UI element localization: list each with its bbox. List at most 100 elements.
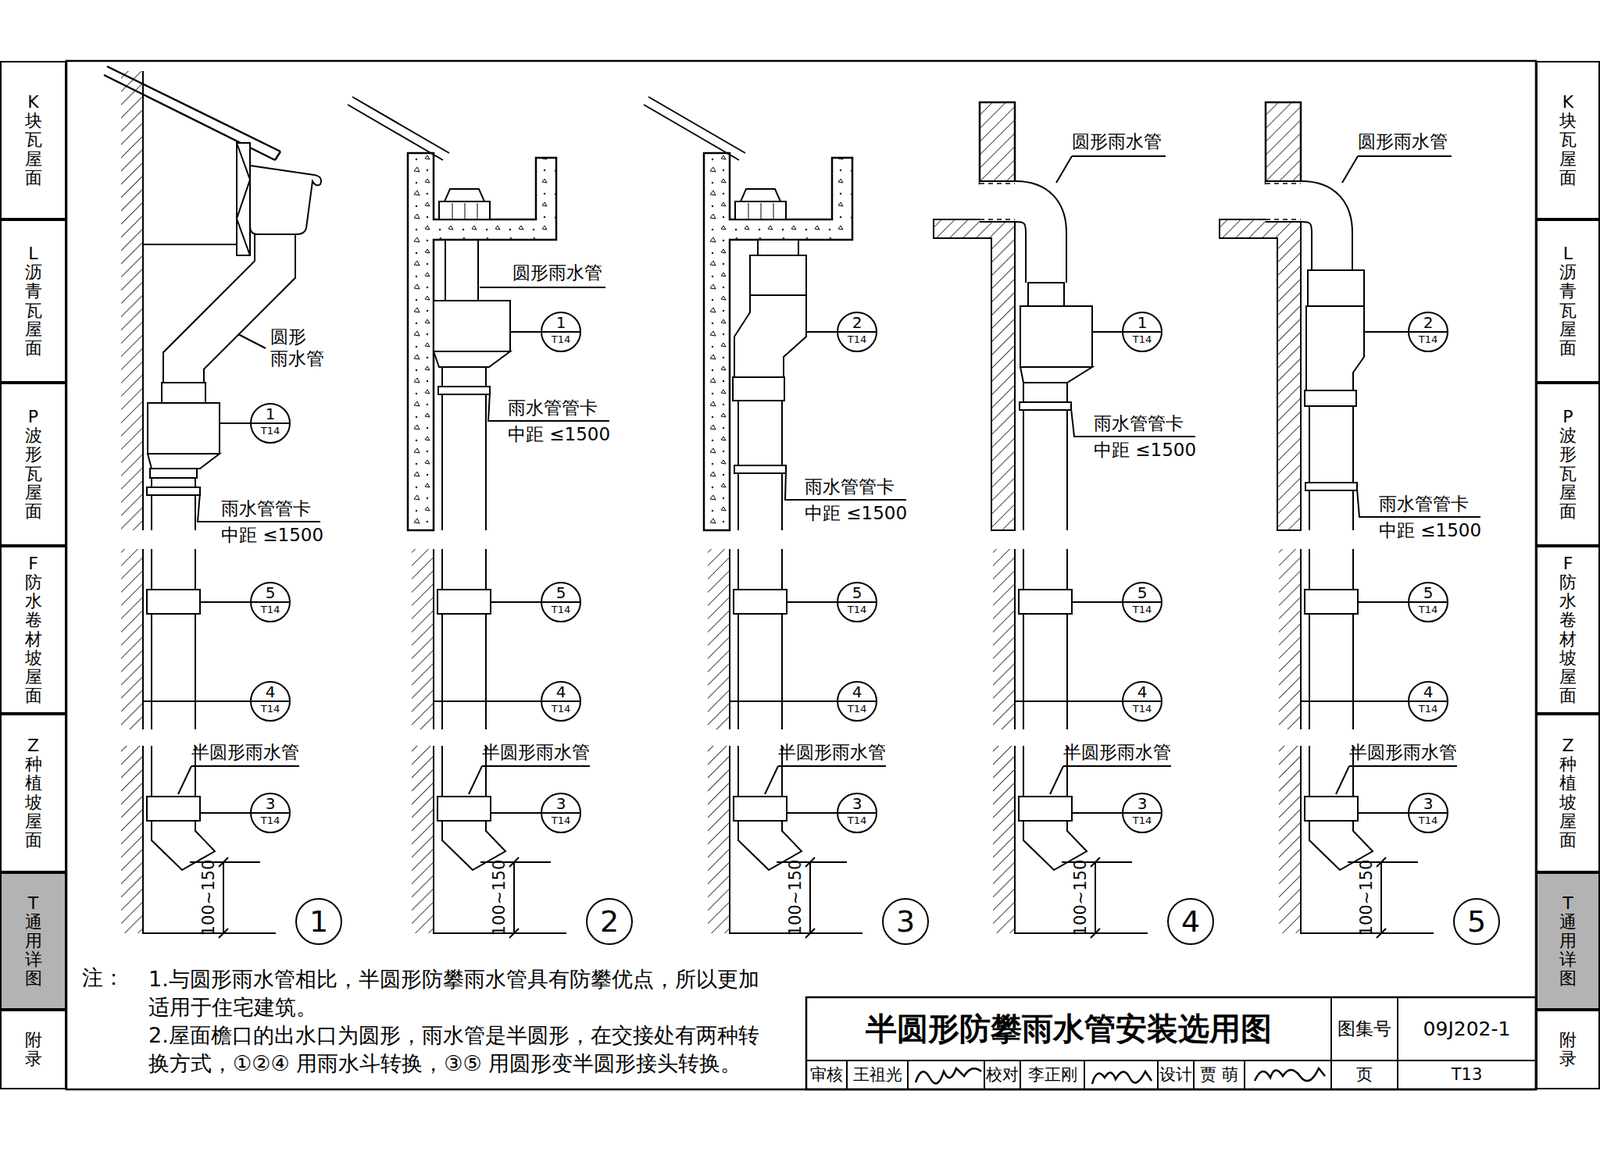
sheet-reference: T14 — [1123, 812, 1161, 828]
category-tab: P波形瓦屋面 — [1535, 382, 1600, 547]
pipe-label: 圆形雨水管 — [1071, 131, 1162, 154]
callout-number: 1 — [542, 314, 580, 332]
pipe-label: 圆形雨水管 — [512, 262, 603, 285]
callout-number: 3 — [1123, 795, 1161, 813]
callout-number: 5 — [251, 584, 290, 602]
sheet-reference: T14 — [542, 700, 580, 716]
sheet-reference: T14 — [1409, 812, 1447, 828]
sheet-reference: T14 — [542, 331, 580, 347]
callout-number: 4 — [1123, 683, 1161, 701]
sheet-reference: T14 — [1123, 700, 1161, 716]
callout-number: 4 — [1409, 683, 1447, 701]
detail-number-text: 3 — [896, 907, 915, 937]
detail-callout: 4T14 — [1121, 681, 1163, 722]
spacing-label: 中距 ≤1500 — [221, 525, 324, 547]
dimension: 100~150 — [1357, 860, 1377, 937]
category-tab: L沥青瓦屋面 — [1535, 219, 1600, 383]
drawing-title: 半圆形防攀雨水管安装选用图 — [806, 997, 1332, 1061]
sheet-reference: T14 — [1409, 331, 1447, 347]
sheet-reference: T14 — [251, 601, 290, 617]
detail-callout: 3T14 — [250, 792, 291, 834]
title-cell: 设计 — [1157, 1060, 1194, 1090]
detail-callout: 3T14 — [1407, 792, 1449, 834]
tab-text: K块瓦屋面 — [1559, 92, 1577, 188]
spacing-label: 中距 ≤1500 — [804, 503, 908, 525]
detail-callout: 4T14 — [1407, 681, 1449, 722]
title-cell: 图集号 — [1331, 997, 1398, 1061]
tab-text: F防水卷材坡屋面 — [25, 554, 43, 707]
tab-text: T通用详图 — [1559, 894, 1577, 990]
title-cell: 审核 — [806, 1060, 847, 1090]
detail-callout: 1T14 — [250, 403, 291, 444]
callout-number: 5 — [1409, 584, 1447, 602]
sheet-reference: T14 — [542, 601, 580, 617]
callout-number: 5 — [838, 584, 876, 602]
tab-text: Z种植坡屋面 — [1559, 736, 1577, 850]
detail-number: 5 — [1453, 898, 1500, 946]
title-cell: 校对 — [984, 1060, 1021, 1090]
tab-text: L沥青瓦屋面 — [25, 244, 43, 358]
clamp-label: 雨水管管卡 — [507, 397, 598, 420]
category-tab: T通用详图 — [1535, 872, 1600, 1011]
category-tab: F防水卷材坡屋面 — [1535, 546, 1600, 715]
detail-callout: 1T14 — [1121, 311, 1163, 353]
dimension: 100~150 — [1071, 860, 1091, 937]
category-tab: T通用详图 — [0, 872, 67, 1011]
tab-text: K块瓦屋面 — [25, 92, 43, 188]
title-cell: 页 — [1331, 1060, 1398, 1090]
detail-callout: 4T14 — [540, 681, 582, 722]
detail-number: 4 — [1167, 898, 1215, 946]
clamp-label: 雨水管管卡 — [804, 476, 895, 499]
callout-number: 3 — [838, 795, 876, 813]
callout-number: 3 — [542, 795, 580, 813]
detail-number: 1 — [295, 898, 343, 946]
tab-text: L沥青瓦屋面 — [1559, 244, 1577, 358]
dimension: 100~150 — [199, 860, 219, 937]
callout-number: 1 — [251, 405, 290, 423]
drawing-number: 09J202-1 — [1397, 997, 1536, 1061]
page-number: T13 — [1397, 1060, 1536, 1090]
clamp-label: 雨水管管卡 — [221, 498, 311, 521]
dimension: 100~150 — [785, 860, 806, 937]
detail-callout: 2T14 — [1407, 311, 1449, 353]
detail-callout: 5T14 — [250, 582, 291, 623]
title-cell: 李正刚 — [1020, 1060, 1085, 1090]
detail-callout: 5T14 — [1407, 582, 1449, 623]
detail-number-text: 1 — [309, 907, 329, 937]
note: 2.屋面檐口的出水口为圆形，雨水管是半圆形，在交接处有两种转 换方式，①②④ 用… — [148, 1021, 774, 1079]
spacing-label: 中距 ≤1500 — [1378, 520, 1482, 543]
category-tab: 附录 — [1535, 1010, 1600, 1090]
spacing-label: 中距 ≤1500 — [507, 424, 611, 447]
callout-number: 4 — [251, 683, 290, 701]
detail-callout: 3T14 — [836, 792, 878, 834]
pipe-label: 半圆形雨水管 — [1349, 742, 1458, 765]
pipe-label: 半圆形雨水管 — [191, 742, 300, 765]
sheet-reference: T14 — [838, 601, 876, 617]
sheet-reference: T14 — [542, 812, 580, 828]
tab-text: F防水卷材坡屋面 — [1559, 554, 1577, 707]
pipe-label: 圆形 雨水管 — [270, 326, 329, 370]
pipe-label: 半圆形雨水管 — [778, 742, 886, 765]
tab-text: P波形瓦屋面 — [1559, 407, 1577, 522]
note-head: 注： — [82, 965, 125, 991]
callout-number: 4 — [838, 683, 876, 701]
detail-callout: 5T14 — [836, 582, 878, 623]
callout-number: 1 — [1123, 314, 1161, 332]
callout-number: 3 — [251, 795, 290, 813]
sheet-reference: T14 — [251, 422, 290, 438]
tab-text: P波形瓦屋面 — [25, 407, 43, 522]
detail-callout: 3T14 — [540, 792, 582, 834]
detail-callout: 5T14 — [540, 582, 582, 623]
callout-number: 5 — [542, 584, 580, 602]
detail-callout: 5T14 — [1121, 582, 1163, 623]
callout-number: 3 — [1409, 795, 1447, 813]
detail-number-text: 4 — [1181, 907, 1200, 937]
tab-text: 附录 — [25, 1031, 43, 1069]
spacing-label: 中距 ≤1500 — [1093, 439, 1197, 462]
detail-number: 2 — [585, 898, 633, 946]
pipe-label: 半圆形雨水管 — [482, 742, 590, 765]
category-tab: Z种植坡屋面 — [1535, 714, 1600, 873]
sheet-reference: T14 — [1123, 601, 1161, 617]
sheet-reference: T14 — [1409, 700, 1447, 716]
